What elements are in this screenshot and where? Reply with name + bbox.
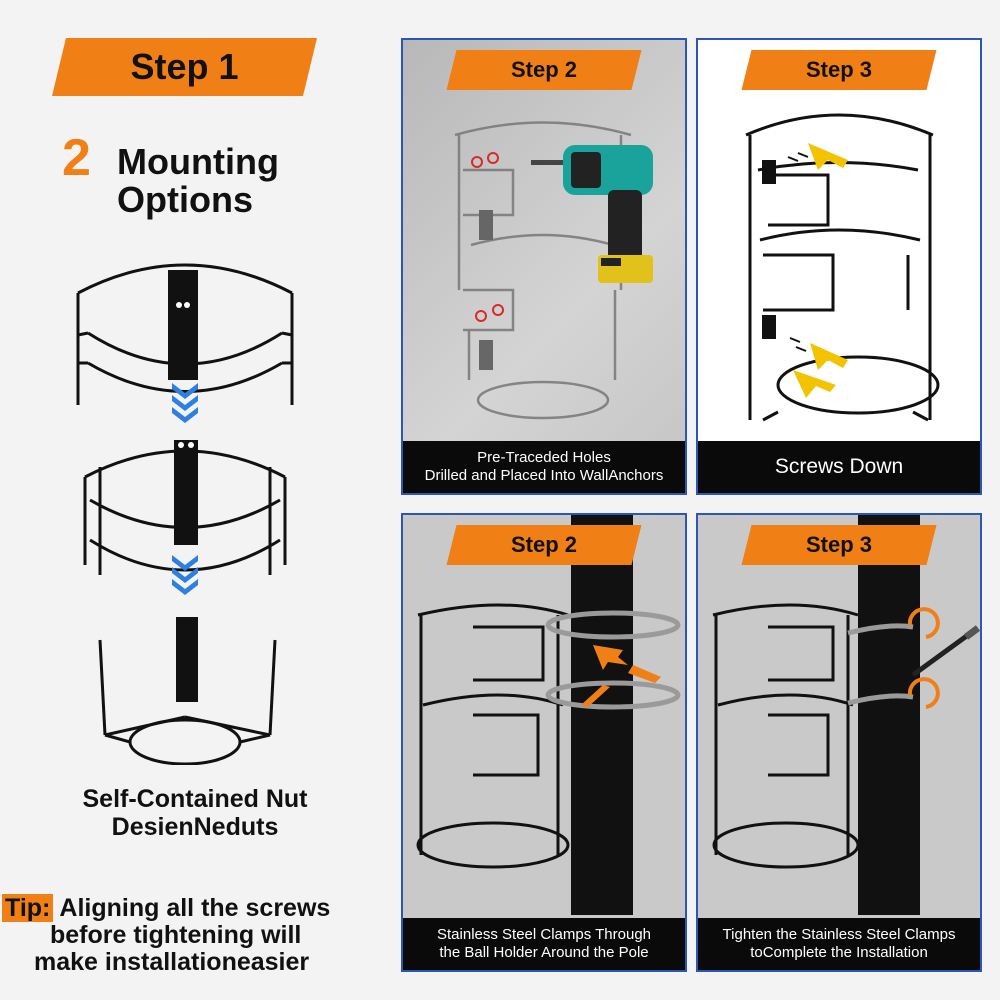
mounting-options-count: 2 xyxy=(62,129,91,187)
mounting-heading-line1: Mounting xyxy=(117,141,279,182)
nut-caption-line1: Self-Contained Nut xyxy=(82,785,308,813)
panel-pole-step2-caption: Stainless Steel Clamps Through the Ball … xyxy=(403,918,685,970)
screw-icons xyxy=(787,152,809,352)
tip-line2: before tightening will xyxy=(50,921,302,949)
panel-wall-step3-banner: Step 3 xyxy=(742,50,937,90)
screwdriver-icon xyxy=(911,625,980,678)
drill-hole-markers xyxy=(471,152,504,322)
panel-pole-step3-caption-line1: Tighten the Stainless Steel Clamps xyxy=(722,926,956,943)
wall-drilling-illustration xyxy=(454,121,653,420)
step1-banner: Step 1 xyxy=(52,38,317,96)
steel-clamps xyxy=(847,623,914,706)
tip-label: Tip: xyxy=(2,894,54,922)
nut-caption-line2: DesienNeduts xyxy=(111,813,279,841)
bottom-ring-holder-part xyxy=(98,617,277,765)
nut-design-caption: Self-Contained Nut DesienNeduts xyxy=(40,785,350,841)
panel-wall-step2-banner-label: Step 2 xyxy=(510,57,578,82)
rotation-arrows-icon xyxy=(907,607,940,709)
steel-clamps xyxy=(545,610,681,710)
step1-banner-label: Step 1 xyxy=(130,46,239,87)
panel-wall-step2-caption-line2: Drilled and Placed Into WallAnchors xyxy=(424,467,664,484)
pole-tighten-illustration xyxy=(712,515,980,915)
panel-wall-step3-caption: Screws Down xyxy=(698,441,980,493)
panel-wall-step2: Step 2 Pre-Traceded Holes Drill xyxy=(401,38,687,495)
pole-mounted-bracket xyxy=(416,603,570,869)
panel-pole-step3-banner-label: Step 3 xyxy=(805,532,873,557)
tip-line1: Aligning all the screws xyxy=(59,894,331,922)
clamp-direction-arrows xyxy=(581,645,661,707)
screw-pointer-arrows xyxy=(793,143,848,398)
panel-wall-step2-banner: Step 2 xyxy=(447,50,642,90)
bracket-assembly-illustration xyxy=(76,263,294,765)
panel-pole-step2-caption-line2: the Ball Holder Around the Pole xyxy=(439,944,649,961)
panel-pole-step3: Step 3 Tighten the Stainless Steel Clamp… xyxy=(696,513,982,972)
upper-bracket-part xyxy=(76,263,294,405)
pole-shape xyxy=(571,515,633,915)
mounted-bracket xyxy=(745,113,940,422)
panel-wall-step2-caption-line1: Pre-Traceded Holes xyxy=(477,449,611,466)
panel-pole-step2-caption-line1: Stainless Steel Clamps Through xyxy=(437,926,651,943)
traced-bracket-outline xyxy=(454,121,632,420)
down-chevron-arrows xyxy=(172,383,198,595)
wall-screws-illustration xyxy=(745,113,940,422)
panel-pole-step2-banner-label: Step 2 xyxy=(510,532,578,557)
pole-clamp-illustration xyxy=(416,515,681,915)
panel-wall-step3-caption-line1: Screws Down xyxy=(774,455,904,478)
pole-mounted-bracket xyxy=(712,603,860,869)
pole-shape xyxy=(858,515,920,915)
mounting-heading-line2: Options xyxy=(117,179,253,220)
tip-line3: make installationeasier xyxy=(34,948,310,976)
middle-bracket-part xyxy=(83,440,287,575)
panel-wall-step3: Step 3 Screws Down xyxy=(696,38,982,495)
tip-note: Tip: Aligning all the screws before tigh… xyxy=(2,894,382,976)
panel-pole-step3-caption: Tighten the Stainless Steel Clamps toCom… xyxy=(698,918,980,970)
panel-pole-step3-banner: Step 3 xyxy=(742,525,937,565)
panel-wall-step3-banner-label: Step 3 xyxy=(805,57,873,82)
drill-icon xyxy=(531,145,653,283)
panel-wall-step2-caption: Pre-Traceded Holes Drilled and Placed In… xyxy=(403,441,685,493)
panel-pole-step2: Step 2 Stainless Steel Clamps Through th… xyxy=(401,513,687,972)
mounting-options-heading: Mounting Options xyxy=(117,143,279,219)
panel-pole-step3-caption-line2: toComplete the Installation xyxy=(750,944,928,961)
panel-pole-step2-banner: Step 2 xyxy=(447,525,642,565)
